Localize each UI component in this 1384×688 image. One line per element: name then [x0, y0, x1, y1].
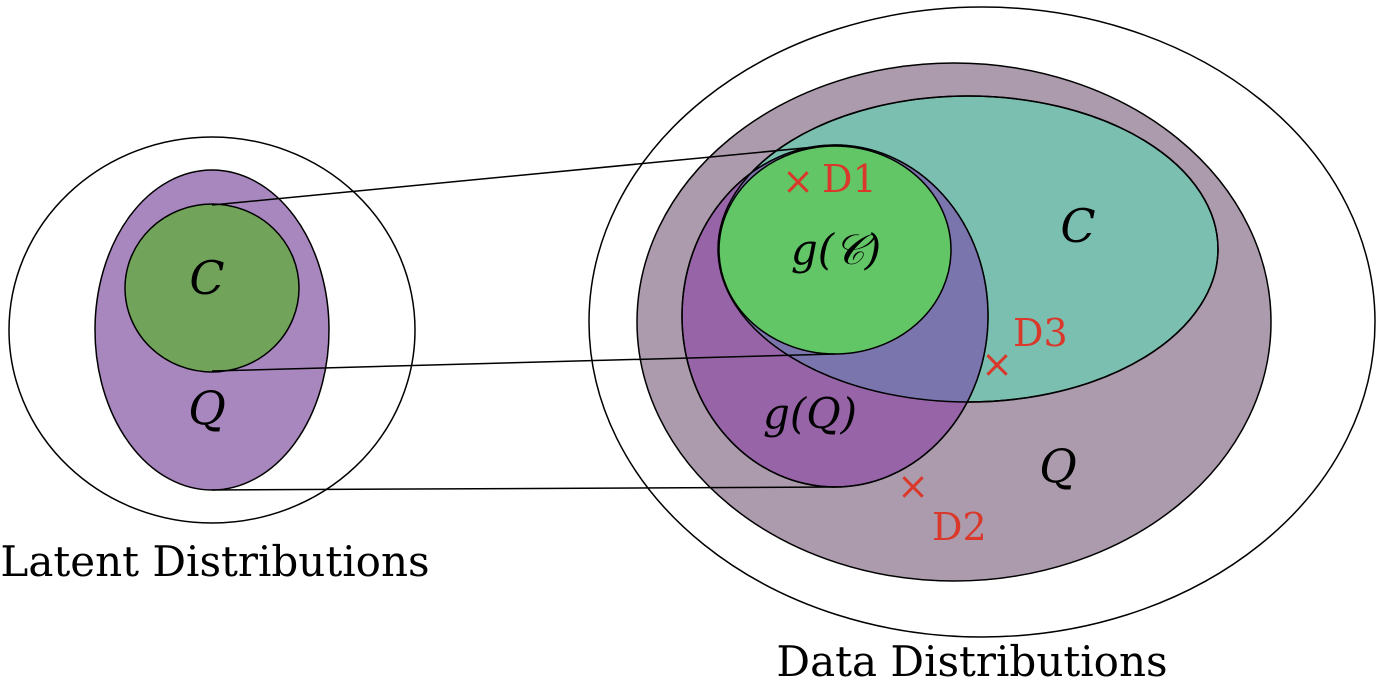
latent-caption: Latent Distributions: [0, 537, 429, 586]
marker-d2-label: D2: [932, 505, 987, 549]
mapping-line-top: [211, 145, 826, 206]
latent-outer-ellipse: [8, 136, 416, 524]
data-outer-ellipse: [588, 6, 1376, 638]
marker-d1-cross: ×: [782, 159, 814, 203]
mapping-line-bottom: [211, 486, 836, 491]
latent-c-circle: [124, 203, 300, 373]
latent-c-label: C: [189, 251, 224, 305]
latent-q-label: Q: [188, 381, 226, 435]
latent-space: C Q Latent Distributions: [0, 136, 430, 586]
marker-d2-cross: ×: [897, 464, 929, 508]
data-markers: × D1 × D3 × D2: [782, 157, 1068, 549]
data-gq-label: g(Q): [763, 389, 857, 438]
data-space: C g(𝒞) g(Q) Q Data Distributions: [588, 6, 1376, 686]
data-c-label: C: [1060, 199, 1095, 253]
marker-d3-label: D3: [1013, 311, 1068, 355]
data-c-ellipse-outline: [717, 95, 1219, 403]
marker-d3-cross: ×: [981, 342, 1013, 386]
mapping-lines: [211, 145, 836, 491]
marker-d1-label: D1: [822, 157, 877, 201]
data-q-label: Q: [1039, 439, 1077, 493]
data-gc-label: g(𝒞): [791, 225, 881, 274]
mapping-line-middle: [211, 353, 836, 372]
data-caption: Data Distributions: [776, 637, 1167, 686]
